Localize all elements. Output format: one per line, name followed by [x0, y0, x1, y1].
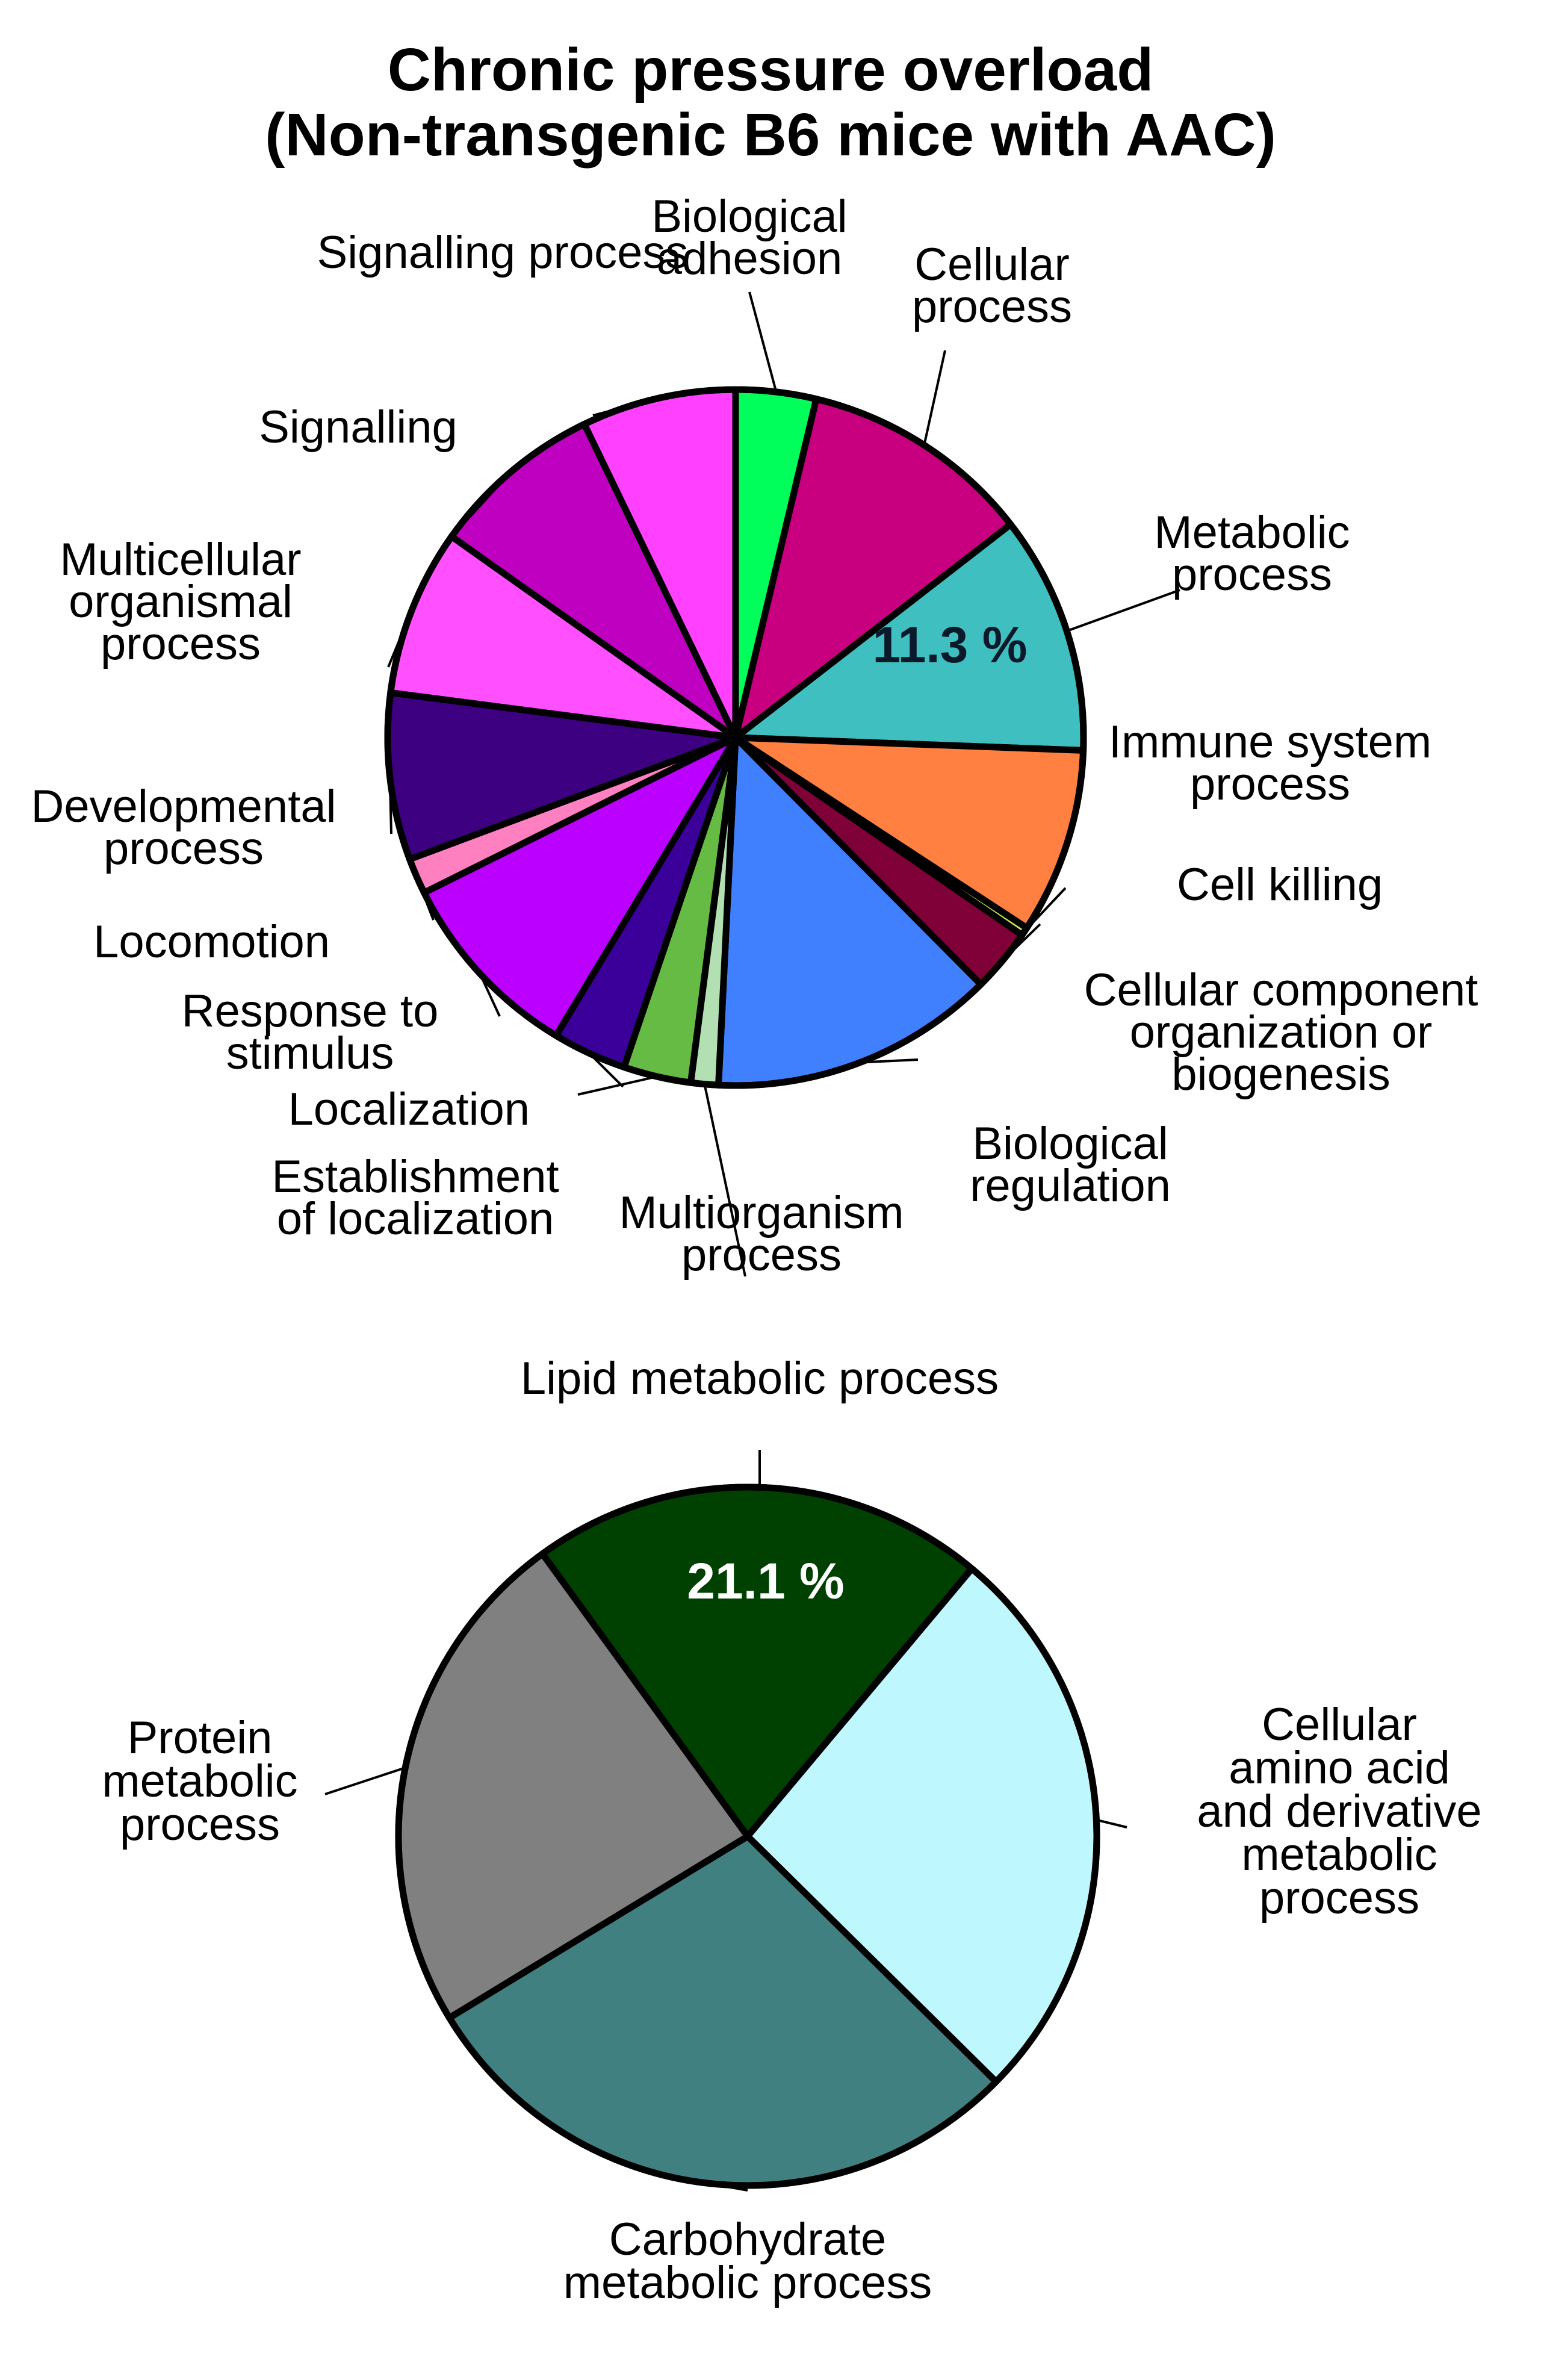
slice-label-line: adhesion [657, 233, 843, 284]
slice-label-locomotion: Locomotion [93, 916, 330, 968]
slice-label-line: of localization [277, 1193, 554, 1244]
slice-label-line: Lipid metabolic process [521, 1353, 999, 1404]
slice-label-signalling: Signalling [259, 402, 457, 453]
slice-label-line: process [101, 618, 261, 670]
slice-label-line: Developmental [31, 781, 336, 832]
slice-label-localization: Localization [288, 1084, 530, 1135]
chart-title-line-2: (Non-transgenic B6 mice with AAC) [265, 101, 1276, 169]
slice-label-line: regulation [970, 1160, 1171, 1211]
slice-label-line: process [1259, 1872, 1419, 1924]
slice-label-signalling-process: Signalling process [317, 227, 689, 278]
leader-line-protein-metabolic-process [324, 1766, 406, 1795]
slice-label-line: process [912, 281, 1072, 332]
leader-line-metabolic-process [1066, 589, 1180, 632]
slice-label-line: Establishment [271, 1151, 559, 1202]
slice-label-line: Locomotion [93, 916, 330, 968]
slice-label-line: process [104, 823, 264, 874]
slice-label-lipid-metabolic-process: Lipid metabolic process [521, 1353, 999, 1404]
leader-line-cellular-amino-acid-and-derivative-metabolic-process [1096, 1818, 1127, 1828]
slice-label-line: Biological [651, 191, 847, 242]
slice-label-line: metabolic [102, 1756, 297, 1807]
slice-label-line: Metabolic [1154, 507, 1350, 558]
slice-label-line: Cellular component [1084, 965, 1478, 1016]
slice-label-cell-killing: Cell killing [1177, 859, 1383, 910]
slice-label-line: process [120, 1799, 280, 1850]
leader-line-cellular-process [923, 350, 946, 446]
slice-label-line: Multiorganism [619, 1187, 904, 1238]
slice-label-line: organismal [69, 576, 293, 627]
slice-label-line: stimulus [226, 1028, 394, 1079]
slice-label-line: process [1172, 549, 1332, 600]
slice-label-line: amino acid [1229, 1742, 1450, 1794]
slice-label-line: organization or [1130, 1007, 1433, 1058]
slice-label-line: Localization [288, 1084, 530, 1135]
slice-label-line: biogenesis [1171, 1049, 1390, 1100]
slice-label-line: process [1190, 759, 1350, 810]
slice-label-line: Biological [972, 1118, 1168, 1169]
slice-label-line: metabolic process [563, 2257, 932, 2308]
leader-line-establishment-of-localization [577, 1075, 657, 1096]
slice-label-line: Response to [182, 986, 439, 1037]
slice-label-line: Cellular [914, 239, 1070, 290]
slice-label-line: and derivative [1197, 1786, 1481, 1837]
pie-outline [395, 1484, 1100, 2189]
slice-label-line: Cellular [1262, 1699, 1417, 1750]
pie-outline [384, 386, 1087, 1089]
slice-label-line: Protein [128, 1712, 273, 1763]
leader-line-multiorganism-process [703, 1084, 746, 1277]
slice-label-line: Signalling [259, 402, 457, 453]
chart-title-line-1: Chronic pressure overload [387, 36, 1154, 104]
slice-label-line: Immune system [1109, 716, 1431, 768]
data-label-metabolic-process: 11.3 % [873, 617, 1028, 673]
slice-label-line: metabolic [1241, 1829, 1437, 1880]
slice-label-line: Multicellular [60, 534, 301, 585]
leader-line-biological-adhesion [748, 291, 778, 393]
slice-label-line: process [681, 1229, 842, 1281]
slice-label-line: Carbohydrate [609, 2214, 887, 2265]
data-label-lipid-metabolic-process: 21.1 % [687, 1553, 845, 1609]
slice-label-line: Cell killing [1177, 859, 1383, 910]
slice-label-line: Signalling process [317, 227, 689, 278]
